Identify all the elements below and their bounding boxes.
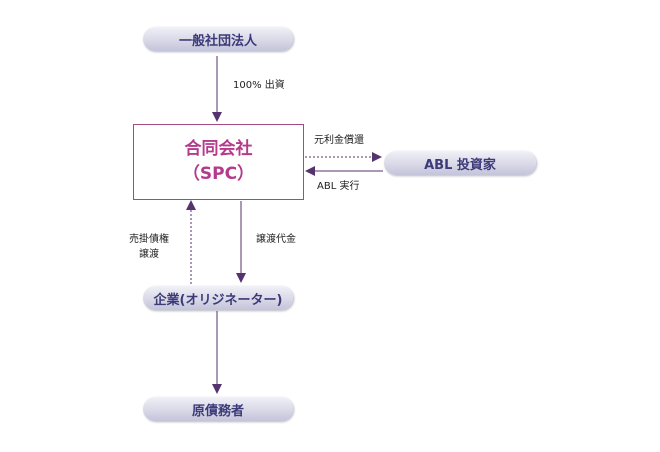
repayment-label: 元利金償還: [314, 135, 364, 146]
receivables-transfer-label: 売掛債権 譲渡: [129, 232, 169, 262]
obligors-label: 原債務者: [191, 403, 244, 419]
spc-abbreviation: （SPC）: [182, 164, 255, 184]
abl-execution-label: ABL 実行: [317, 181, 360, 192]
abl-investors-node: ABL 投資家: [384, 151, 536, 175]
originator-node: 企業(オリジネーター): [143, 286, 293, 310]
obligors-node: 原債務者: [143, 397, 293, 421]
spc-node: 合同会社 （SPC）: [133, 124, 304, 200]
receivables-transfer-line2: 譲渡: [139, 249, 159, 260]
transfer-price-label: 譲渡代金: [256, 234, 296, 245]
spc-name: 合同会社: [184, 139, 253, 159]
investment-label: 100% 出資: [233, 80, 285, 91]
association-label: 一般社団法人: [178, 33, 257, 49]
association-node: 一般社団法人: [143, 27, 293, 51]
originator-label: 企業(オリジネーター): [153, 292, 283, 308]
abl-investors-label: ABL 投資家: [424, 157, 496, 173]
receivables-transfer-line1: 売掛債権: [129, 234, 169, 245]
